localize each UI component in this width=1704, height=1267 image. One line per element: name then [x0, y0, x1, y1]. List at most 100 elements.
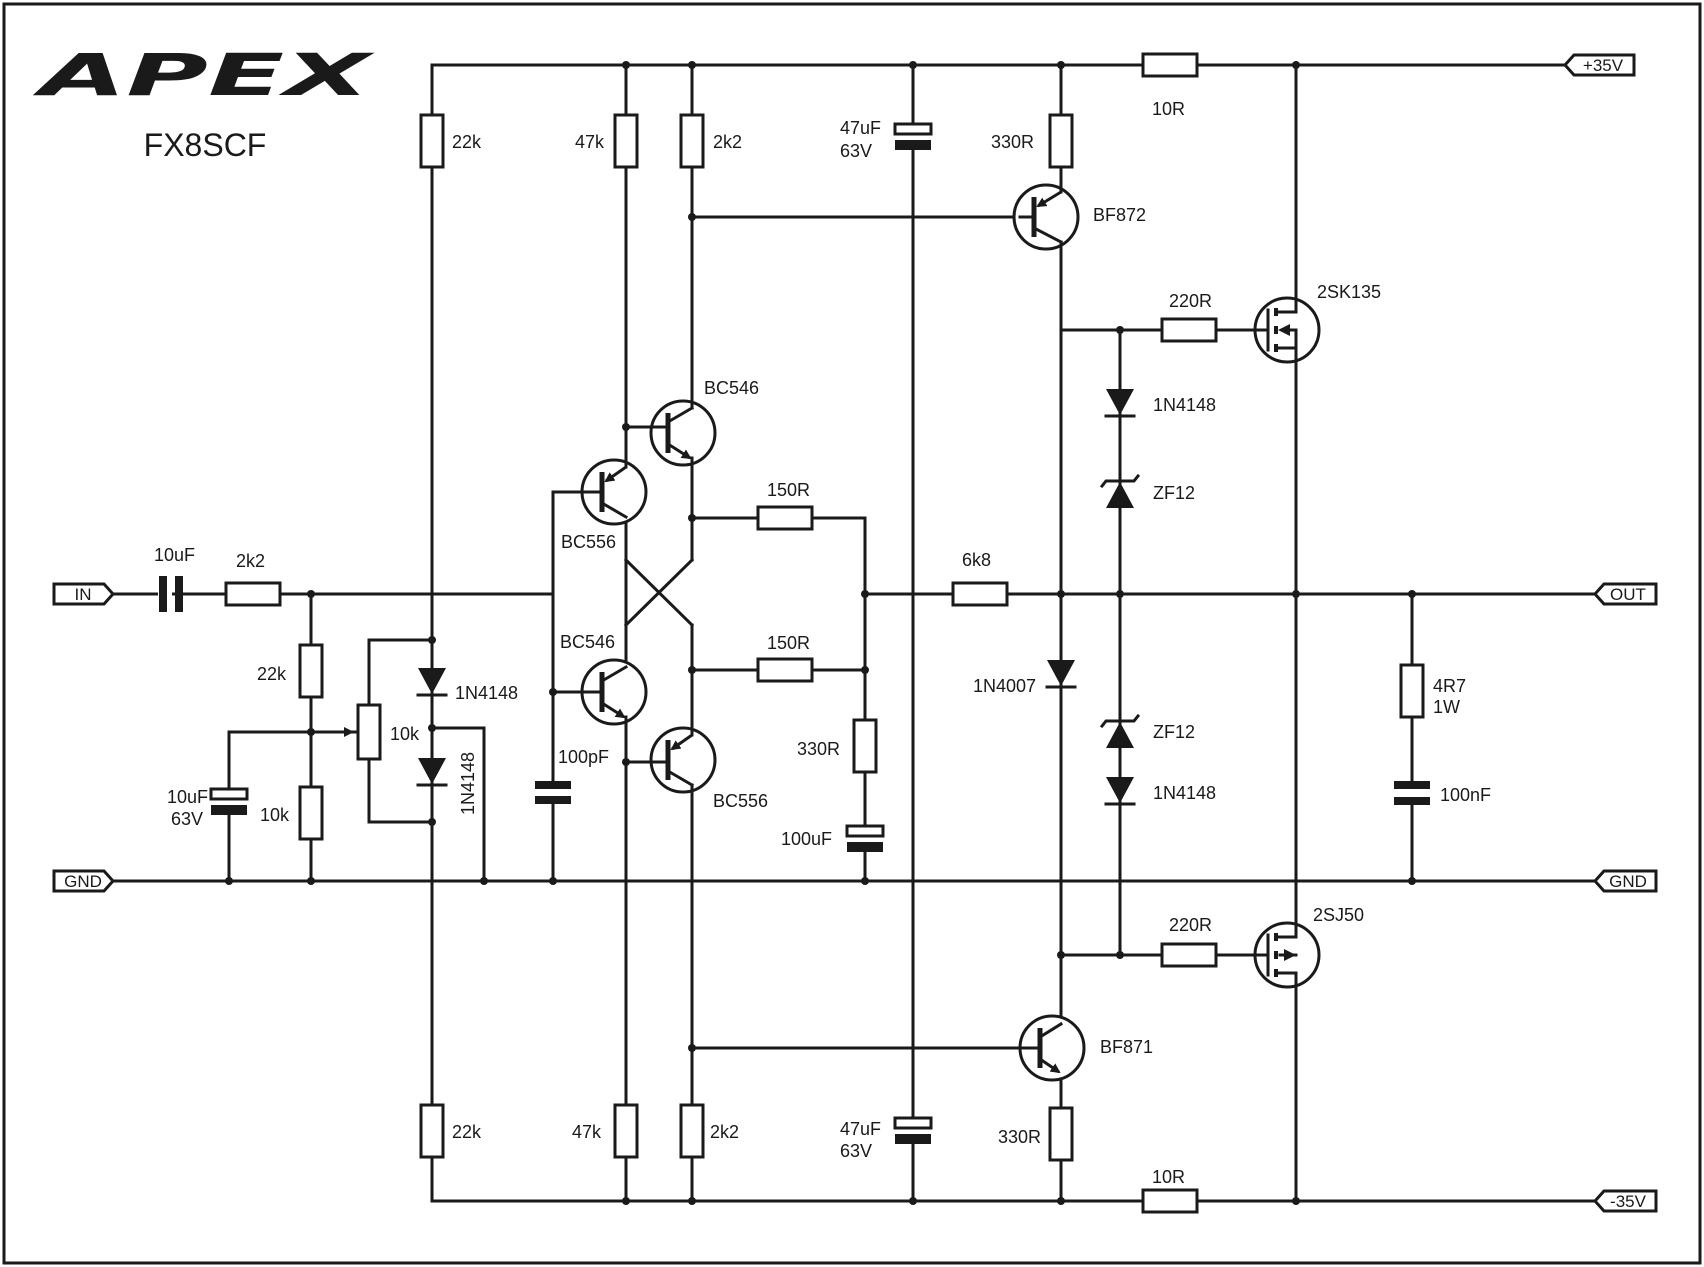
label-r-bot-47k: 47k — [572, 1122, 602, 1142]
resistor-2k2-bottom — [679, 1103, 705, 1159]
label-d-1n4148-c: 1N4148 — [458, 752, 478, 815]
label-r-fb-6k8: 6k8 — [962, 550, 991, 570]
label-d-1n4148-b: 1N4148 — [455, 683, 518, 703]
label-q-2sk135: 2SK135 — [1317, 282, 1381, 302]
resistor-220r-gate-bottom — [1160, 942, 1218, 968]
label-r-in-2k2: 2k2 — [236, 551, 265, 571]
capacitor-100nf-zobel — [1394, 781, 1430, 805]
label-r-top-330r: 330R — [991, 132, 1034, 152]
label-c-top-63v: 63V — [840, 141, 872, 161]
terminal-vneg-label: -35V — [1610, 1192, 1647, 1211]
diode-1n4148-bias-top — [416, 668, 448, 697]
label-r-330r-mid: 330R — [797, 739, 840, 759]
diode-1n4148-bias-bottom — [416, 758, 448, 787]
label-d-zf12-a: ZF12 — [1153, 483, 1195, 503]
terminal-gnd-right: GND — [1592, 869, 1658, 893]
zener-zf12-bottom — [1099, 713, 1141, 748]
label-c-100uf: 100uF — [781, 829, 832, 849]
label-r-bias-10k: 10k — [260, 805, 290, 825]
resistor-22k-bias — [298, 643, 324, 699]
capacitor-10uf-bias — [209, 787, 249, 815]
apex-logo: APEX — [32, 41, 376, 109]
logo-text: APEX — [32, 41, 376, 109]
resistor-2k2-top — [679, 113, 705, 169]
terminal-out: OUT — [1592, 582, 1658, 606]
model-name: FX8SCF — [144, 127, 267, 163]
label-r-top-10r: 10R — [1152, 99, 1185, 119]
label-d-1n4007: 1N4007 — [973, 676, 1036, 696]
diode-1n4007 — [1045, 660, 1077, 689]
junction-dots — [225, 61, 1416, 1205]
transistor-bc546-top — [624, 398, 717, 468]
zener-zf12-top — [1099, 473, 1141, 508]
resistor-2k2-input — [224, 581, 282, 607]
label-c-bot-63v: 63V — [840, 1141, 872, 1161]
resistor-220r-gate-top — [1160, 317, 1218, 343]
resistor-4r7-zobel — [1399, 663, 1425, 719]
resistor-10k-bias — [298, 785, 324, 841]
label-r-zobel-1w: 1W — [1433, 697, 1460, 717]
capacitor-47uf-top — [893, 122, 933, 150]
capacitor-100pf — [535, 781, 571, 804]
resistor-22k-top — [419, 113, 445, 169]
terminal-out-label: OUT — [1610, 585, 1646, 604]
capacitor-10uf-input — [158, 576, 183, 612]
label-c-bias-10uf: 10uF — [167, 787, 208, 807]
resistor-6k8-feedback — [951, 581, 1009, 607]
label-c-bot-47uf: 47uF — [840, 1119, 881, 1139]
diodes — [416, 389, 1141, 806]
label-c-top-47uf: 47uF — [840, 118, 881, 138]
terminal-gnd-left-label: GND — [64, 872, 102, 891]
resistor-330r-bottom — [1048, 1106, 1074, 1162]
component-labels: 22k 47k 2k2 47uF 63V 330R 10R BF872 220R… — [154, 99, 1491, 1187]
label-r-fb-150r-top: 150R — [767, 480, 810, 500]
transistor-bf872 — [1012, 183, 1080, 251]
label-r-fb-150r-bot: 150R — [767, 633, 810, 653]
label-c-in-10uf: 10uF — [154, 545, 195, 565]
transistors — [580, 183, 1321, 1082]
capacitor-100uf — [845, 824, 885, 852]
label-r-top-22k: 22k — [452, 132, 482, 152]
label-r-top-47k: 47k — [575, 132, 605, 152]
resistor-22k-bottom — [419, 1103, 445, 1159]
label-d-1n4148-d: 1N4148 — [1153, 783, 1216, 803]
diode-1n4148-right-top — [1104, 389, 1136, 418]
transistor-bc546-bottom — [580, 658, 648, 726]
label-c-bias-63v: 63V — [171, 809, 203, 829]
label-q-bf872: BF872 — [1093, 205, 1146, 225]
wires — [111, 63, 1597, 1203]
terminal-vpos-label: +35V — [1583, 56, 1624, 75]
resistor-330r-top — [1048, 113, 1074, 169]
label-r-bot-330r: 330R — [998, 1127, 1041, 1147]
terminal-gnd-left: GND — [52, 869, 116, 893]
label-q-bc556-bot: BC556 — [713, 791, 768, 811]
terminal-gnd-right-label: GND — [1609, 872, 1647, 891]
label-r-bot-10r: 10R — [1152, 1167, 1185, 1187]
transistor-2sj50 — [1253, 921, 1321, 989]
label-c-100pf: 100pF — [558, 747, 609, 767]
transistor-bc556-top — [580, 458, 648, 526]
label-r-top-2k2: 2k2 — [713, 132, 742, 152]
resistor-150r-bottom — [756, 657, 814, 683]
label-r-bias-22k: 22k — [257, 664, 287, 684]
terminal-vpos: +35V — [1562, 53, 1636, 77]
resistor-47k-bottom — [613, 1103, 639, 1159]
label-d-zf12-b: ZF12 — [1153, 722, 1195, 742]
terminal-in-label: IN — [75, 585, 92, 604]
potentiometer-10k — [311, 638, 382, 824]
label-d-1n4148-a: 1N4148 — [1153, 395, 1216, 415]
resistor-150r-top — [756, 505, 814, 531]
label-q-2sj50: 2SJ50 — [1313, 905, 1364, 925]
terminal-vneg: -35V — [1592, 1189, 1658, 1213]
label-q-bc546-bot: BC546 — [560, 632, 615, 652]
label-r-zobel-4r7: 4R7 — [1433, 676, 1466, 696]
resistor-10r-top — [1141, 52, 1199, 78]
label-r-gate-top-220r: 220R — [1169, 291, 1212, 311]
label-q-bc556-top: BC556 — [561, 532, 616, 552]
label-q-bc546-top: BC546 — [704, 378, 759, 398]
label-r-bot-2k2: 2k2 — [710, 1122, 739, 1142]
label-r-gate-bot-220r: 220R — [1169, 915, 1212, 935]
transistor-bf871 — [1018, 1014, 1086, 1082]
